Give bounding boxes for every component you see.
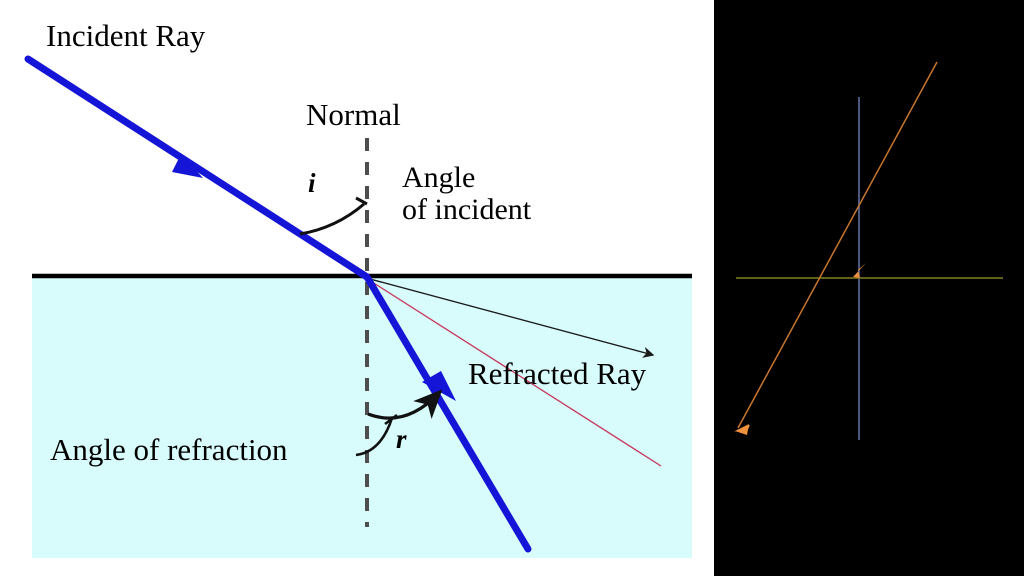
angle-of-incidence-arc-tick	[355, 196, 368, 206]
label-refracted-ray: Refracted Ray	[468, 356, 647, 391]
refracted-ray-pointer-arrow	[369, 278, 655, 358]
diagonal-ray-arrowhead-lower-fill	[735, 424, 749, 435]
graph-panel-svg	[734, 61, 1003, 440]
incident-ray-arrowhead	[172, 154, 203, 178]
angle-of-refraction-callout-tick	[384, 413, 398, 426]
refracted-ray-line	[363, 273, 532, 553]
refracted-ray-arrowhead	[422, 371, 456, 401]
undeviated-path-line	[368, 279, 662, 467]
angle-of-refraction-callout-curve	[355, 417, 394, 457]
graph-panel	[714, 0, 1024, 576]
label-angle-r: r	[396, 424, 407, 454]
diagonal-ray-line	[737, 61, 938, 429]
angle-of-incidence-arc	[299, 202, 365, 236]
label-angle-of-refraction: Angle of refraction	[50, 432, 288, 467]
label-angle-of-incident-line1: Angle	[402, 161, 476, 194]
refraction-diagram-svg	[24, 55, 692, 558]
label-angle-of-incident-line2: of incident	[402, 192, 532, 226]
refraction-diagram-panel: Incident Ray Normal Angle of incident Re…	[24, 18, 692, 558]
angle-of-refraction-arc	[367, 389, 443, 420]
label-angle-i: i	[308, 168, 316, 198]
label-incident-ray: Incident Ray	[46, 18, 206, 53]
label-angle-of-incident: Angle of incident	[402, 162, 531, 225]
label-normal: Normal	[306, 97, 401, 132]
diagonal-ray-arrowhead-upper	[853, 263, 866, 278]
denser-medium-region	[32, 278, 692, 558]
incident-ray-line	[24, 55, 371, 281]
panel-divider	[710, 0, 714, 576]
